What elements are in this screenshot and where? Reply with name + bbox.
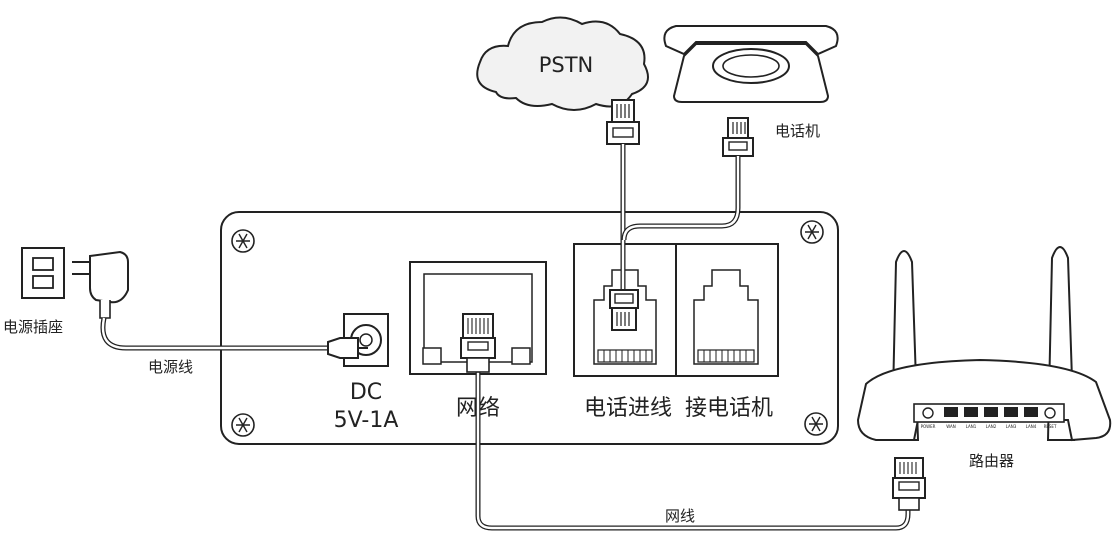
rj11-plug-icon — [606, 99, 640, 145]
pstn-cloud-icon — [476, 16, 649, 111]
rj11-plug-icon — [722, 117, 754, 157]
router-port-label: LAN3 — [1006, 424, 1017, 429]
rj11-plug-icon — [609, 289, 639, 331]
telephone-label: 电话机 — [775, 122, 820, 140]
screw-icon — [800, 220, 824, 244]
phone-cable — [621, 156, 741, 241]
router-port-label: LAN1 — [966, 424, 977, 429]
dc-plug-icon — [327, 337, 368, 359]
phone-out-port — [675, 243, 779, 377]
power-cable-label: 电源线 — [148, 358, 193, 376]
screw-icon — [231, 413, 255, 437]
network-cable-label: 网线 — [665, 507, 695, 525]
pstn-label: PSTN — [539, 53, 594, 77]
screw-icon — [804, 412, 828, 436]
dc-label: DC — [350, 380, 382, 405]
router-port-label: LAN2 — [986, 424, 997, 429]
screw-icon — [231, 229, 255, 253]
router-port-labels: POWER WAN LAN1 LAN2 LAN3 LAN4 RESET — [921, 424, 1057, 429]
router-port-label: POWER — [921, 424, 936, 429]
router-port-label: WAN — [946, 424, 955, 429]
dc-rating-label: 5V-1A — [334, 408, 399, 433]
telephone-icon — [663, 25, 839, 103]
power-outlet-icon — [21, 247, 65, 299]
rj45-plug-icon — [892, 457, 926, 511]
router-port-label: RESET — [1044, 424, 1057, 429]
power-adapter-icon — [72, 250, 129, 319]
router-icon — [856, 246, 1112, 442]
power-outlet-label: 电源插座 — [3, 318, 63, 336]
router-port-label: LAN4 — [1026, 424, 1037, 429]
phone-out-label: 接电话机 — [685, 396, 773, 421]
rj45-plug-icon — [460, 313, 496, 373]
line-in-label: 电话进线 — [584, 396, 672, 421]
router-label: 路由器 — [969, 452, 1014, 470]
